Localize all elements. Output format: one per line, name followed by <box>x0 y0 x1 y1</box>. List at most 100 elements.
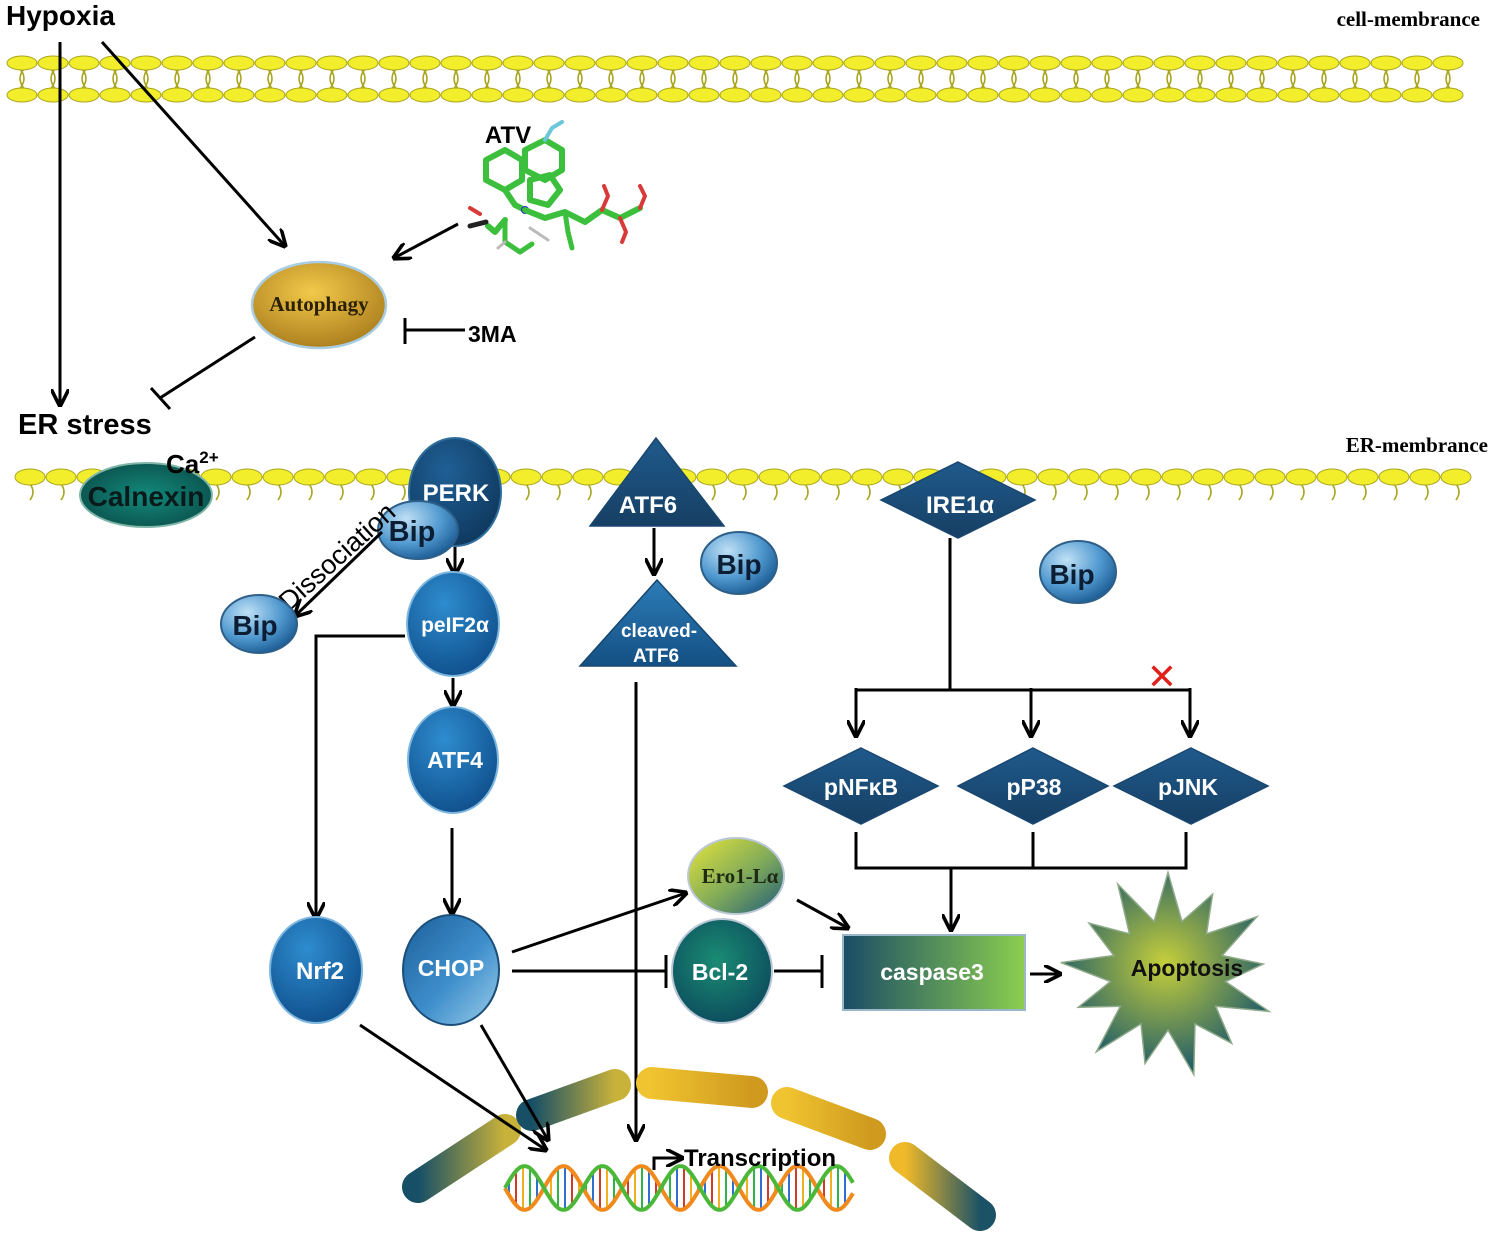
er-membrane-head <box>262 468 294 486</box>
membrane-head-outer <box>223 55 255 71</box>
er-membrane-tail <box>866 483 871 501</box>
caspase3-node <box>842 934 1026 1011</box>
membrane-head-outer <box>1308 55 1340 71</box>
transcription-label: Transcription <box>684 1145 836 1172</box>
membrane-head-outer <box>1060 55 1092 71</box>
er-membrane-head <box>1006 468 1038 486</box>
membrane-head-inner <box>812 87 844 103</box>
membrane-head-outer <box>378 55 410 71</box>
bip-bound-perk-node <box>377 500 459 560</box>
membrane-head-outer <box>161 55 193 71</box>
membrane-head-outer <box>6 55 38 71</box>
membrane-head-inner <box>316 87 348 103</box>
membrane-head-inner <box>1153 87 1185 103</box>
membrane-head-outer <box>1277 55 1309 71</box>
er-membrane-tail <box>1362 483 1367 501</box>
membrane-head-inner <box>750 87 782 103</box>
cleaved-atf6-node <box>578 578 738 667</box>
bip-ire1a-label: Bip <box>1049 559 1094 590</box>
pnfkb-label: pNFκB <box>824 774 898 800</box>
membrane-head-inner <box>564 87 596 103</box>
membrane-head-inner <box>1184 87 1216 103</box>
er-membrane-head <box>851 468 883 486</box>
er-stress-label: ER stress <box>18 409 152 441</box>
nuclear-envelope <box>402 1067 996 1231</box>
membrane-head-inner <box>440 87 472 103</box>
er-membrane-tail <box>556 483 561 501</box>
er-membrane-head <box>1130 468 1162 486</box>
er-membrane-head <box>696 468 728 486</box>
bip-atf6-node <box>700 531 778 595</box>
er-membrane-tail <box>587 483 592 501</box>
membrane-head-outer <box>998 55 1030 71</box>
er-membrane-tail <box>1300 483 1305 501</box>
autophagy-label: Autophagy <box>269 292 369 316</box>
er-membrane-head <box>789 468 821 486</box>
membrane-head-outer <box>905 55 937 71</box>
cleaved-atf6-label-line1: cleaved- <box>621 621 697 642</box>
membrane-head-outer <box>595 55 627 71</box>
membrane-head-outer <box>626 55 658 71</box>
peif2a-to-nrf2-arrow <box>316 634 405 918</box>
membrane-head-inner <box>657 87 689 103</box>
membrane-head-outer <box>471 55 503 71</box>
er-membrane-tail <box>1052 483 1057 501</box>
membrane-head-inner <box>1432 87 1464 103</box>
membrane-head-inner <box>347 87 379 103</box>
er-membrane-head <box>510 468 542 486</box>
bip-atf6-label: Bip <box>716 549 761 580</box>
membrane-head-outer <box>533 55 565 71</box>
membrane-head-outer <box>657 55 689 71</box>
membrane-head-outer <box>316 55 348 71</box>
bip-ire1a-node <box>1039 540 1117 604</box>
er-membrane-head <box>727 468 759 486</box>
membrane-head-inner <box>1370 87 1402 103</box>
membrane-head-outer <box>812 55 844 71</box>
er-membrane-tail <box>1269 483 1274 501</box>
hypoxia-label: Hypoxia <box>6 0 115 31</box>
membrane-head-inner <box>223 87 255 103</box>
membrane-head-inner <box>1091 87 1123 103</box>
er-membrane-tail <box>277 483 282 501</box>
membrane-head-inner <box>1277 87 1309 103</box>
er-membrane-tail <box>1424 483 1429 501</box>
calnexin-label: Calnexin <box>88 481 205 512</box>
er-membrane-head <box>14 468 46 486</box>
pjnk-node <box>1112 747 1270 825</box>
er-membrane-head <box>541 468 573 486</box>
bip-dissociated-label: Bip <box>232 610 277 641</box>
membrane-head-inner <box>998 87 1030 103</box>
membrane-head-outer <box>347 55 379 71</box>
er-membrane-head <box>355 468 387 486</box>
membrane-head-inner <box>1029 87 1061 103</box>
ire1a-label: IRE1α <box>926 492 994 519</box>
er-membrane-tail <box>1393 483 1398 501</box>
membrane-head-inner <box>37 87 69 103</box>
er-membrane-head <box>1316 468 1348 486</box>
membrane-head-outer <box>130 55 162 71</box>
membrane-head-inner <box>99 87 131 103</box>
membrane-head-outer <box>440 55 472 71</box>
cell-membrane <box>6 55 1464 103</box>
membrane-head-outer <box>409 55 441 71</box>
membrane-head-outer <box>192 55 224 71</box>
er-membrane-head <box>1347 468 1379 486</box>
nrf2-to-dna-arrow <box>359 1023 546 1150</box>
er-membrane-head <box>45 468 77 486</box>
er-membrane-head <box>293 468 325 486</box>
er-membrane-head <box>1099 468 1131 486</box>
ero1la-to-caspase3-arrow <box>796 898 848 928</box>
er-membrane-head <box>1409 468 1441 486</box>
membrane-head-outer <box>502 55 534 71</box>
chop-to-ero1la-arrow <box>511 893 686 954</box>
er-membrane-head <box>231 468 263 486</box>
bip-bound-perk-label: Bip <box>389 516 436 548</box>
er-membrane-tail <box>1114 483 1119 501</box>
membrane-head-inner <box>626 87 658 103</box>
er-membrane-tail <box>308 483 313 501</box>
er-membrane-head <box>1378 468 1410 486</box>
er-membrane-head <box>1068 468 1100 486</box>
er-membrane-head <box>324 468 356 486</box>
er-membrane-tail <box>773 483 778 501</box>
membrane-head-outer <box>1153 55 1185 71</box>
